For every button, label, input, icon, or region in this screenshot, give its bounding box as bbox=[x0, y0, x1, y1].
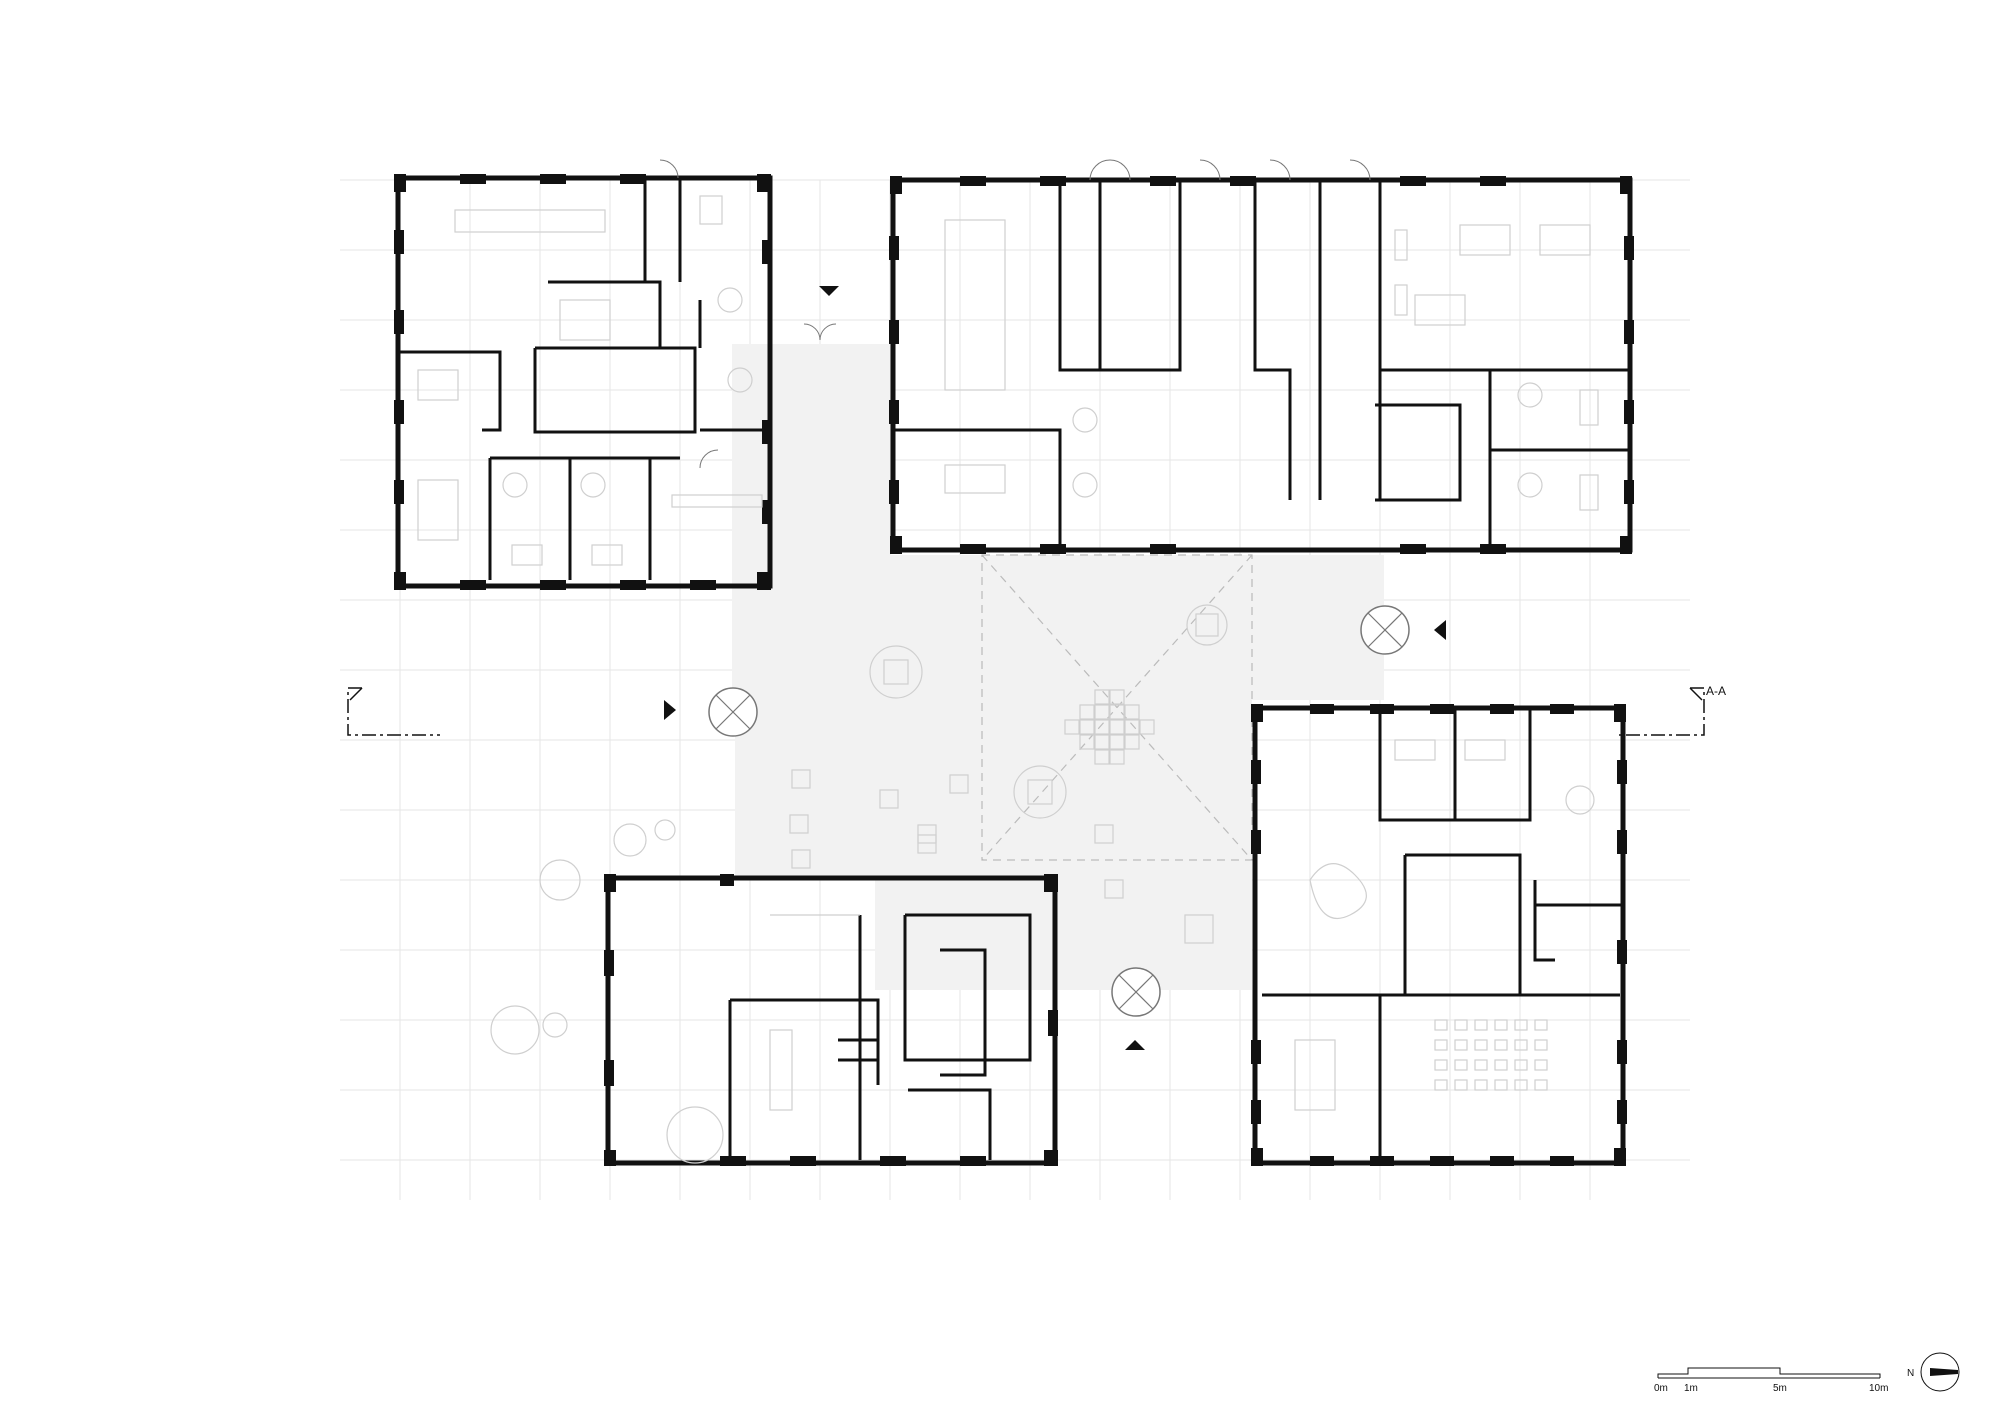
entrance-arrows bbox=[664, 286, 1446, 1050]
north-label: N bbox=[1907, 1368, 1914, 1379]
north-arrow-icon bbox=[1920, 1352, 1960, 1392]
building-north bbox=[889, 159, 1634, 554]
section-line bbox=[347, 687, 1705, 736]
scale-label-10m: 10m bbox=[1869, 1383, 1888, 1394]
scale-label-5m: 5m bbox=[1773, 1383, 1787, 1394]
entrance-arrow-south bbox=[1125, 1040, 1145, 1050]
entrance-arrow-west bbox=[664, 700, 676, 720]
central-courtyard bbox=[732, 344, 1384, 990]
scale-label-0m: 0m bbox=[1654, 1383, 1668, 1394]
scale-bar bbox=[1657, 1367, 1881, 1379]
entrance-arrow-north bbox=[819, 286, 839, 296]
building-northwest bbox=[394, 159, 837, 590]
entrance-arrow-east bbox=[1434, 620, 1446, 640]
entrances bbox=[708, 605, 1410, 1017]
building-southeast bbox=[1251, 704, 1627, 1166]
courtyard-furniture bbox=[490, 604, 1228, 1055]
scale-label-1m: 1m bbox=[1684, 1383, 1698, 1394]
building-southwest bbox=[604, 874, 1058, 1166]
section-label: A-A bbox=[1706, 684, 1726, 698]
